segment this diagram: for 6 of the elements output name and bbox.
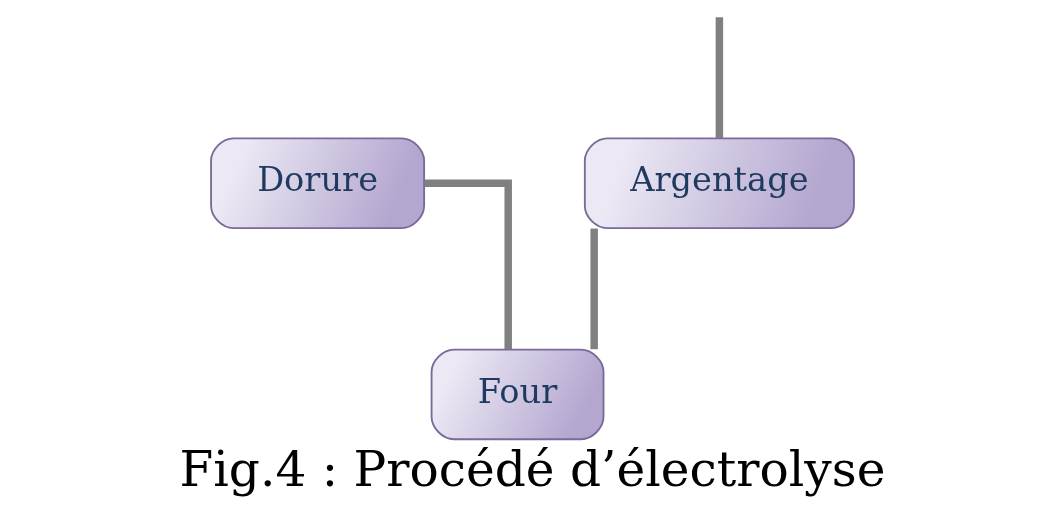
caption: Fig.4 : Procédé d’électrolyse bbox=[179, 440, 885, 497]
connector bbox=[589, 228, 598, 350]
connector bbox=[424, 179, 512, 350]
node-box: Argentage bbox=[583, 137, 855, 230]
node-box: Dorure bbox=[209, 137, 425, 230]
node-box: Four bbox=[430, 348, 604, 441]
